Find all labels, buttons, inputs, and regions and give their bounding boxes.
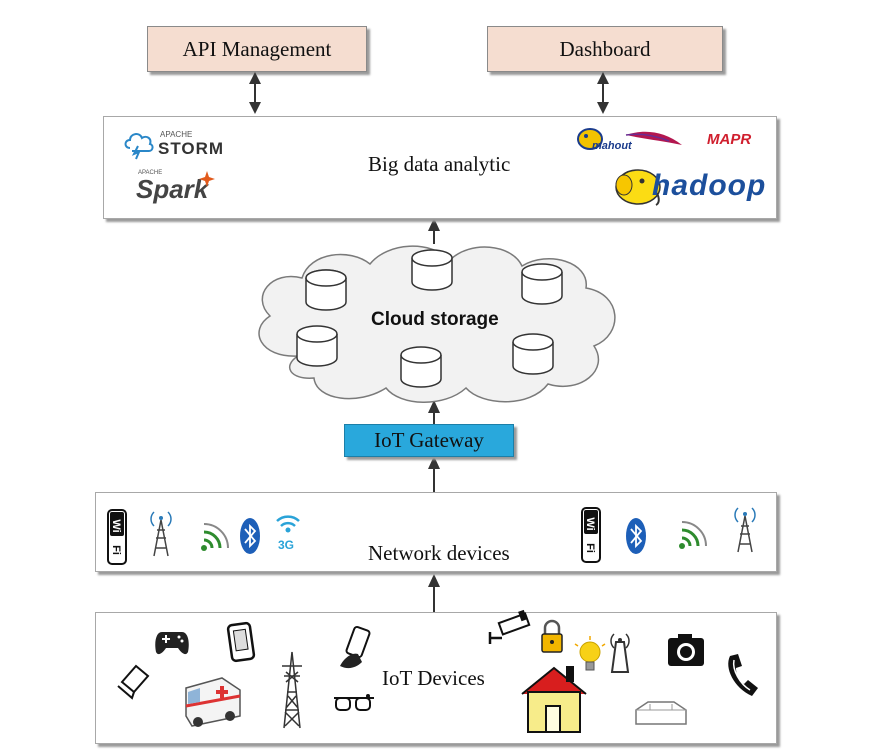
- 3g-icon: [276, 515, 300, 533]
- spark-star-icon: [199, 171, 215, 187]
- mapr-text: MAPR: [707, 131, 752, 148]
- cloud-storage-label: Cloud storage: [371, 309, 499, 330]
- api-double-arrow: [249, 72, 261, 114]
- database-icon: [305, 269, 347, 311]
- api-management-box: API Management: [147, 26, 367, 72]
- gateway-to-cloud-arrow: [428, 400, 440, 424]
- api-management-label: API Management: [182, 36, 332, 61]
- apache-feather-icon: [625, 131, 682, 145]
- database-icon: [512, 333, 554, 375]
- telephone-icon: [728, 654, 758, 696]
- network-to-gateway-arrow: [428, 456, 440, 492]
- bluetooth-icon: [626, 518, 646, 554]
- padlock-icon: [541, 619, 563, 653]
- dashboard-label: Dashboard: [559, 36, 651, 61]
- database-icon: [400, 346, 442, 388]
- smartphone-icon: [340, 625, 371, 669]
- gamepad-icon: [155, 632, 189, 655]
- spark-text: Spark: [136, 174, 209, 204]
- mobile-device-icon: [226, 621, 256, 663]
- storm-text: STORM: [158, 139, 225, 158]
- wifi-badge-icon: Wi Fi: [107, 509, 127, 565]
- apache-storm-logo: APACHE STORM: [124, 128, 223, 165]
- network-devices-label: Network devices: [368, 541, 510, 565]
- hadoop-text: hadoop: [652, 169, 767, 202]
- svg-text:Wi: Wi: [584, 517, 596, 530]
- smart-home-icon: [521, 666, 587, 733]
- hadoop-elephant-icon: [615, 169, 661, 206]
- big-data-analytic-box: [103, 116, 777, 219]
- power-tower-icon: [282, 651, 302, 729]
- security-camera-icon: [488, 609, 531, 644]
- signal-icon: [201, 523, 229, 551]
- laptop-icon: [117, 664, 150, 700]
- cell-tower-icon: [150, 511, 172, 557]
- cloud-to-analytics-arrow: [428, 218, 440, 244]
- database-icon: [296, 325, 338, 367]
- bluetooth-icon: [240, 518, 260, 554]
- big-data-analytic-label: Big data analytic: [368, 152, 511, 176]
- iot-gateway-label: IoT Gateway: [374, 428, 484, 452]
- smart-glasses-icon: [334, 694, 374, 711]
- spark-small-text: APACHE: [138, 170, 163, 176]
- mahout-elephant-icon: [577, 128, 603, 150]
- svg-text:Fi: Fi: [584, 543, 596, 553]
- car-icon: [635, 701, 687, 725]
- light-bulb-icon: [574, 636, 606, 671]
- hadoop-logo: hadoop: [612, 165, 765, 214]
- storm-small-text: APACHE: [160, 130, 193, 139]
- mahout-logo: mahout: [576, 126, 632, 157]
- cell-tower-icon: [734, 507, 756, 553]
- wireless-sensor-icon: [610, 633, 630, 673]
- mahout-text: mahout: [592, 140, 632, 152]
- signal-icon: [679, 521, 707, 549]
- storm-cloud-icon: [124, 133, 154, 160]
- wifi-badge-icon: Wi Fi: [581, 507, 601, 563]
- database-icon: [521, 263, 563, 305]
- svg-text:Wi: Wi: [110, 519, 122, 532]
- devices-to-network-arrow: [428, 574, 440, 612]
- svg-text:Fi: Fi: [110, 545, 122, 555]
- camera-icon: [668, 634, 704, 666]
- dashboard-double-arrow: [597, 72, 609, 114]
- iot-devices-label: IoT Devices: [382, 666, 485, 690]
- database-icon: [411, 249, 453, 291]
- dashboard-box: Dashboard: [487, 26, 723, 72]
- three-g-text: 3G: [278, 538, 295, 552]
- ambulance-icon: [185, 677, 241, 727]
- iot-gateway-box: IoT Gateway: [344, 424, 514, 457]
